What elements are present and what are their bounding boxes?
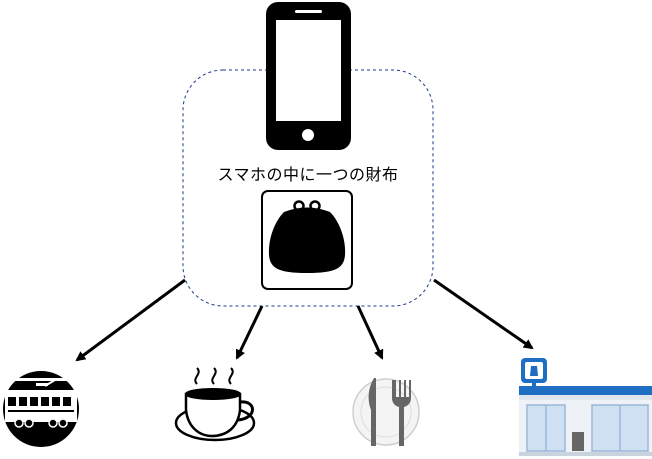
caption-text: スマホの中に一つの財布	[217, 165, 399, 184]
smartphone-icon	[266, 2, 351, 150]
arrow-to-store	[433, 278, 534, 350]
coin-purse-icon	[261, 190, 353, 290]
convenience-store-icon	[519, 358, 652, 456]
arrow-to-restaurant	[356, 305, 384, 360]
arrow-to-train	[75, 278, 186, 362]
arrow-to-cafe	[235, 305, 264, 360]
arrows	[75, 278, 534, 362]
coffee-cup-icon	[174, 367, 256, 442]
fork-knife-icon	[352, 378, 420, 446]
train-icon	[3, 371, 79, 447]
